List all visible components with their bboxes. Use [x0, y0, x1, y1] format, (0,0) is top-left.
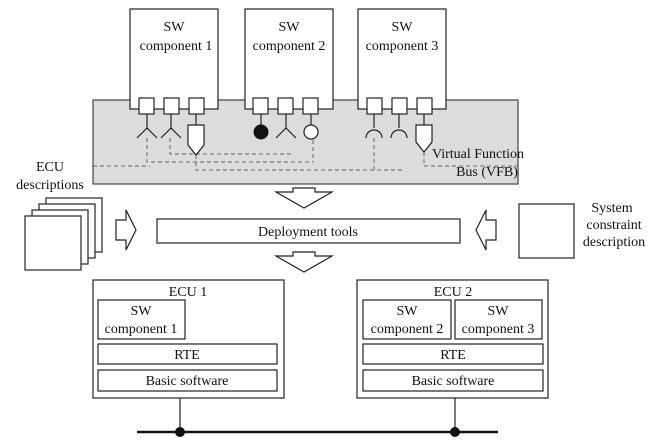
vfb-label-line2: Bus (VFB)	[456, 165, 518, 180]
system-constraint-line3: description	[583, 235, 645, 250]
ecu-description-page	[24, 215, 82, 271]
vfb-connection	[195, 155, 402, 171]
port-square	[391, 97, 408, 115]
sw-component-1	[129, 8, 219, 110]
left-arrow-icon	[475, 209, 497, 251]
vfb-connection	[169, 138, 291, 155]
ecu-2-sw-a-line2: component 2	[371, 322, 444, 337]
ecu-1-rte	[97, 343, 278, 365]
right-arrow-icon	[115, 209, 137, 251]
ecu-descriptions-line1: ECU	[36, 160, 64, 175]
system-constraint-line2: constraint	[586, 218, 641, 233]
ecu-2-sw-component-3	[454, 299, 543, 340]
sw-component-3	[357, 8, 447, 110]
system-constraint-line1: System	[591, 201, 632, 216]
ecu-2-sw-a-line1: SW	[397, 304, 419, 319]
filled-port-icon	[253, 124, 269, 140]
port-square	[416, 97, 433, 115]
open-port-icon	[303, 124, 319, 140]
bus-node	[450, 427, 460, 437]
port-square	[277, 97, 294, 115]
port-square	[366, 97, 383, 115]
sw-component-2-line2: component 2	[253, 39, 326, 54]
port-square	[302, 97, 319, 115]
socket-port-icon	[365, 114, 383, 139]
sw-component-1-line1: SW	[164, 20, 186, 35]
ecu-1-sw-line2: component 1	[105, 322, 178, 337]
ecu-2-sw-b-line2: component 3	[462, 322, 535, 337]
vfb-label-line1: Virtual Function	[432, 147, 524, 162]
vfb-connection	[423, 152, 518, 167]
ecu-2-title: ECU 2	[434, 285, 473, 300]
bus-node	[175, 427, 185, 437]
ecu-2-sw-b-line1: SW	[488, 304, 510, 319]
ecu-2-rte-label: RTE	[440, 348, 466, 363]
port-square	[252, 97, 269, 115]
ecu-1-sw-line1: SW	[131, 304, 153, 319]
require-port-icon	[160, 114, 182, 139]
ecu-1-bsw-label: Basic software	[146, 374, 229, 389]
port-square	[188, 97, 205, 115]
deployment-tools-label: Deployment tools	[258, 225, 358, 240]
socket-port-icon	[390, 114, 408, 139]
sw-component-3-line2: component 3	[366, 39, 439, 54]
port-square	[138, 97, 155, 115]
deployment-tools-box	[156, 218, 461, 244]
ecu-2-bsw-label: Basic software	[412, 374, 495, 389]
require-port-icon	[136, 114, 158, 139]
sw-component-1-line2: component 1	[140, 39, 213, 54]
ecu-1-rte-label: RTE	[174, 348, 200, 363]
ecu-2-rte	[362, 343, 544, 365]
sw-component-3-line1: SW	[392, 20, 414, 35]
down-arrow-icon	[273, 251, 335, 273]
ecu-descriptions-line2: descriptions	[16, 178, 84, 193]
port-square	[163, 97, 180, 115]
sw-component-2-line1: SW	[279, 20, 301, 35]
vfb-connection	[146, 138, 313, 163]
ecu-1-sw-component-1	[97, 299, 186, 340]
ecu-2-basic-software	[362, 369, 544, 392]
down-arrow-icon	[273, 187, 335, 209]
ecu-2-sw-component-2	[362, 299, 452, 340]
sw-component-2	[244, 8, 334, 110]
provide-port-icon	[415, 114, 433, 153]
ecu-1-title: ECU 1	[169, 285, 208, 300]
system-constraint-box	[518, 203, 575, 259]
ecu-1-basic-software	[97, 369, 278, 392]
provide-port-icon	[187, 114, 205, 156]
require-port-icon	[275, 114, 297, 139]
